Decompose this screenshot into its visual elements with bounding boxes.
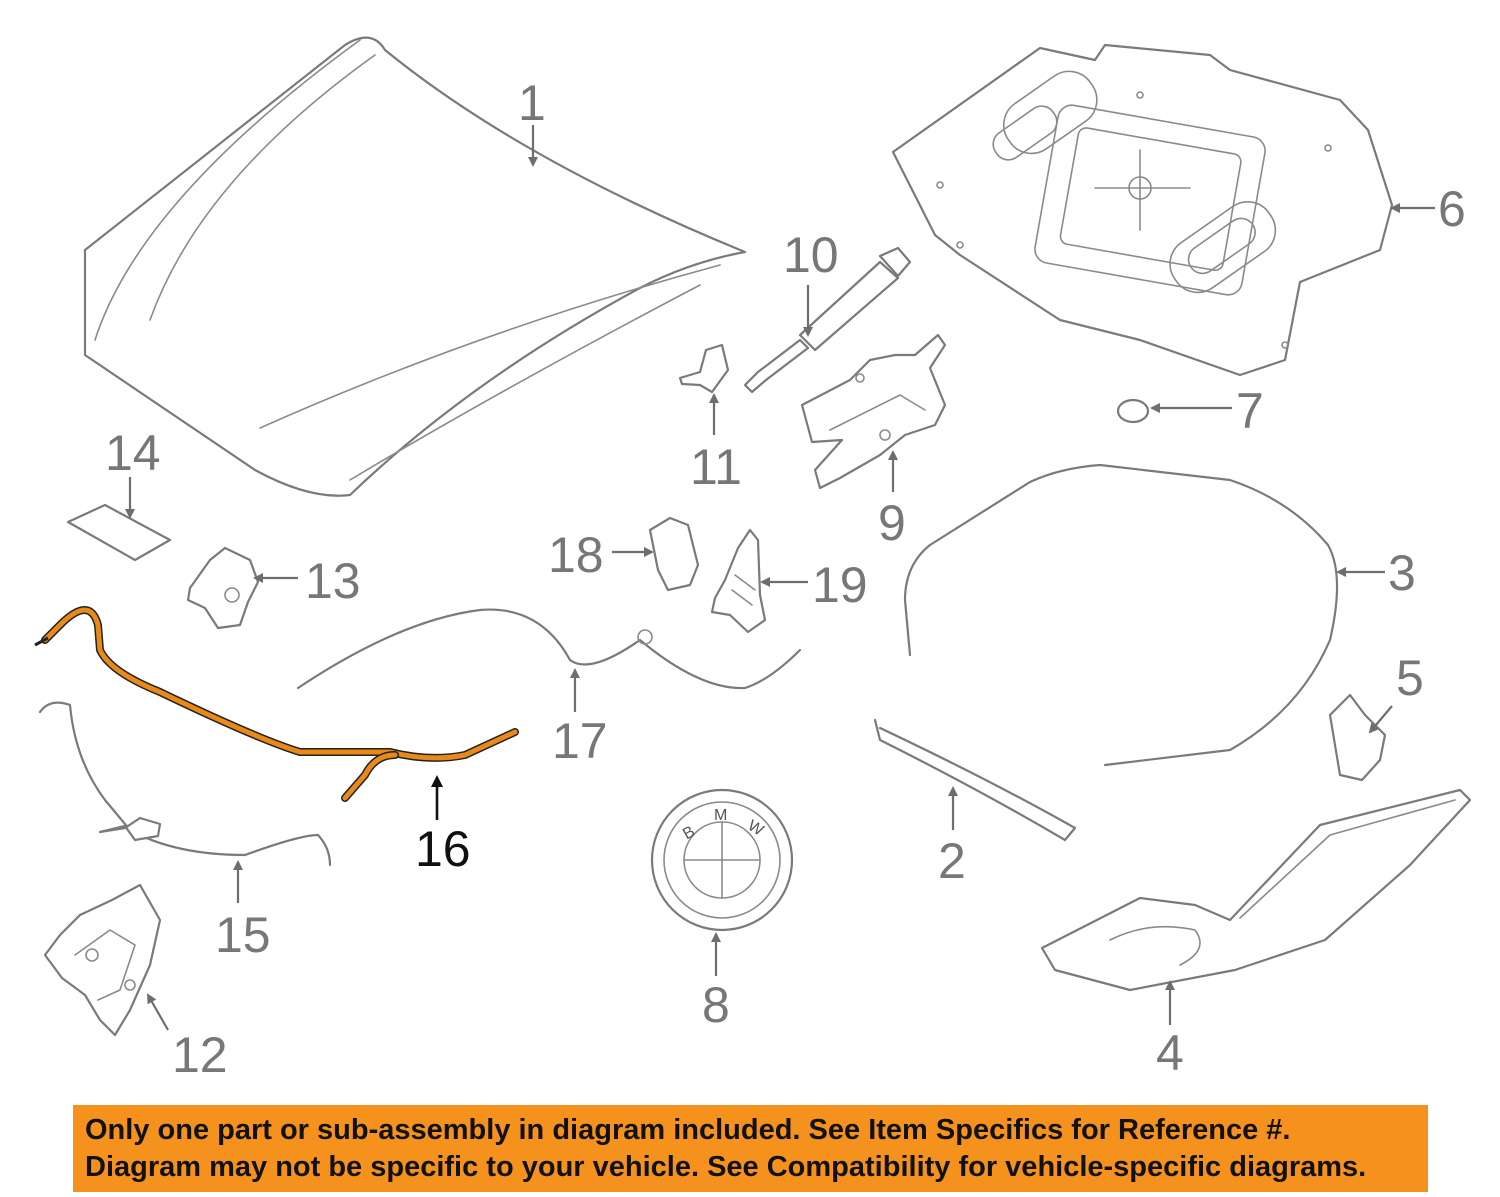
callout-10: 10 — [783, 227, 839, 283]
disclaimer-line-2: Diagram may not be specific to your vehi… — [85, 1150, 1367, 1183]
parts-diagram: B M W — [34, 36, 1472, 1083]
callout-2: 2 — [938, 833, 966, 889]
callout-16: 16 — [415, 821, 471, 877]
disclaimer-line-1: Only one part or sub-assembly in diagram… — [85, 1113, 1291, 1146]
part-front-seal — [873, 718, 1077, 842]
part-cover — [648, 516, 700, 592]
disclaimer-banner: Only one part or sub-assembly in diagram… — [73, 1105, 1428, 1192]
callout-leaders — [125, 125, 1435, 1031]
part-emblem: B M W — [650, 788, 794, 932]
part-splash-shield — [891, 43, 1394, 377]
callout-8: 8 — [702, 977, 730, 1033]
callout-4: 4 — [1156, 1025, 1184, 1081]
callout-12: 12 — [172, 1027, 228, 1083]
part-strut-bracket — [678, 343, 730, 394]
part-release-cable — [296, 608, 802, 690]
callout-13: 13 — [305, 553, 361, 609]
callout-15: 15 — [215, 907, 271, 963]
part-air-duct — [1040, 788, 1472, 992]
part-lock-bracket — [710, 528, 767, 634]
part-label — [66, 503, 172, 562]
callout-5: 5 — [1396, 650, 1424, 706]
part-16-cable-highlighted — [34, 606, 519, 802]
callout-18: 18 — [548, 527, 604, 583]
callout-3: 3 — [1388, 545, 1416, 601]
part-grommet — [1116, 398, 1150, 424]
part-hood-latch — [43, 883, 162, 1037]
callout-6: 6 — [1438, 181, 1466, 237]
part-seal — [903, 463, 1339, 767]
part-hood — [83, 36, 747, 497]
part-mounting-bracket — [186, 546, 260, 630]
callout-11: 11 — [690, 439, 742, 495]
part-cable-15 — [38, 701, 332, 867]
part-hood-hinge — [800, 333, 947, 490]
callout-9: 9 — [878, 495, 906, 551]
callout-14: 14 — [105, 425, 161, 481]
callout-1: 1 — [518, 75, 546, 131]
callout-17: 17 — [552, 713, 608, 769]
emblem-letter-m: M — [714, 807, 727, 824]
part-gas-strut — [743, 246, 912, 394]
callout-7: 7 — [1236, 383, 1264, 439]
callout-19: 19 — [812, 557, 868, 613]
part-side-bracket — [1328, 693, 1387, 782]
